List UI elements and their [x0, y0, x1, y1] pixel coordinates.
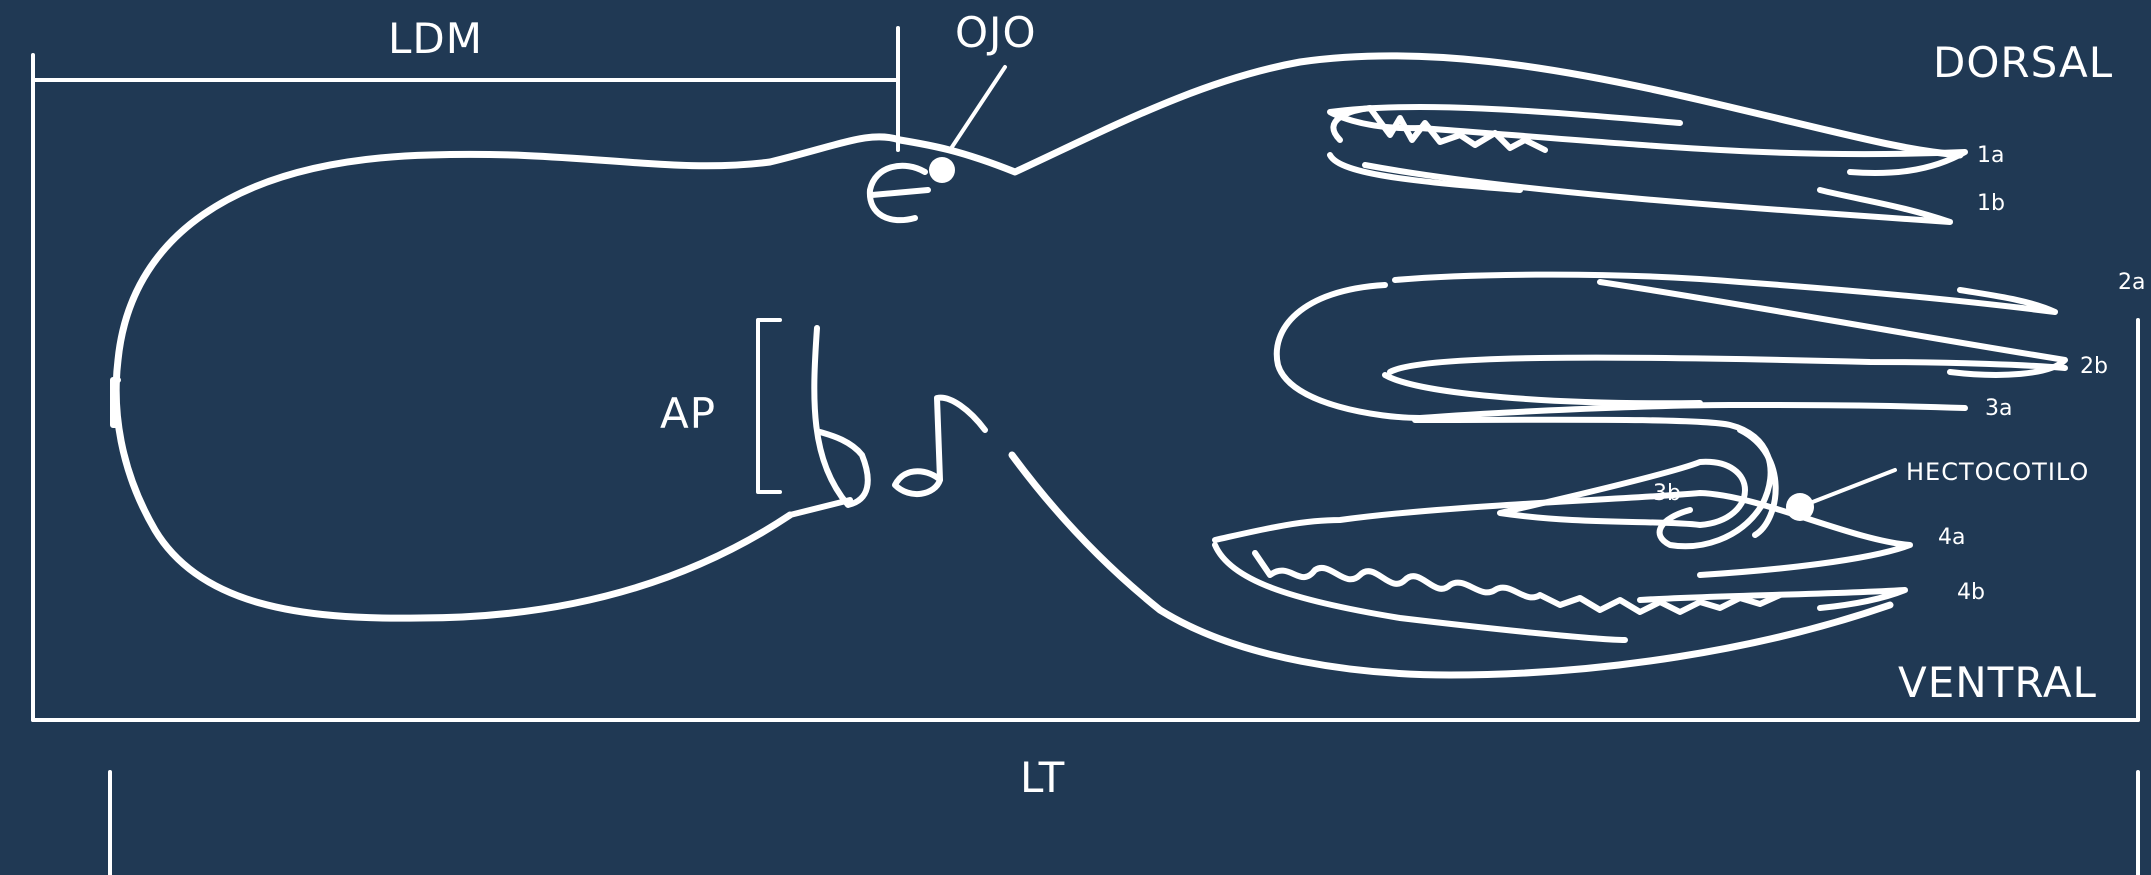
arm-pair-1 — [1327, 104, 1968, 225]
arm-label-1b: 1b — [1977, 191, 2005, 216]
ap-bracket — [756, 318, 782, 494]
mantle-outline — [112, 52, 1964, 622]
funnel-outline — [811, 325, 871, 508]
arm-label-1a: 1a — [1977, 143, 2005, 168]
arm-label-3b: 3b — [1653, 481, 1681, 506]
eye-icon — [866, 65, 1007, 224]
arm-pair-2 — [1273, 271, 2068, 421]
ldm-measure-bar — [31, 26, 900, 152]
lt-measure-frame — [31, 53, 2140, 875]
arm-label-2a: 2a — [2118, 270, 2146, 295]
arm-label-3a: 3a — [1985, 396, 2013, 421]
dorsal-label: DORSAL — [1933, 38, 2114, 87]
ventral-label: VENTRAL — [1898, 658, 2097, 707]
arm-label-4a: 4a — [1938, 525, 1966, 550]
funnel-tip — [787, 497, 853, 518]
mantle-tail-notch — [110, 377, 121, 428]
ventral-outline — [1008, 451, 1894, 679]
ojo-label: OJO — [955, 8, 1037, 57]
arm-label-2b: 2b — [2080, 354, 2108, 379]
arm-pair-4 — [1212, 490, 1913, 643]
arm-label-4b: 4b — [1957, 580, 1985, 605]
arm-pair-3 — [1412, 402, 1968, 550]
ldm-label: LDM — [388, 14, 483, 63]
hectocotilo-label: HECTOCOTILO — [1906, 458, 2090, 486]
funnel-siphon — [892, 394, 988, 497]
ap-label: AP — [660, 389, 717, 438]
lt-label: LT — [1020, 753, 1066, 802]
